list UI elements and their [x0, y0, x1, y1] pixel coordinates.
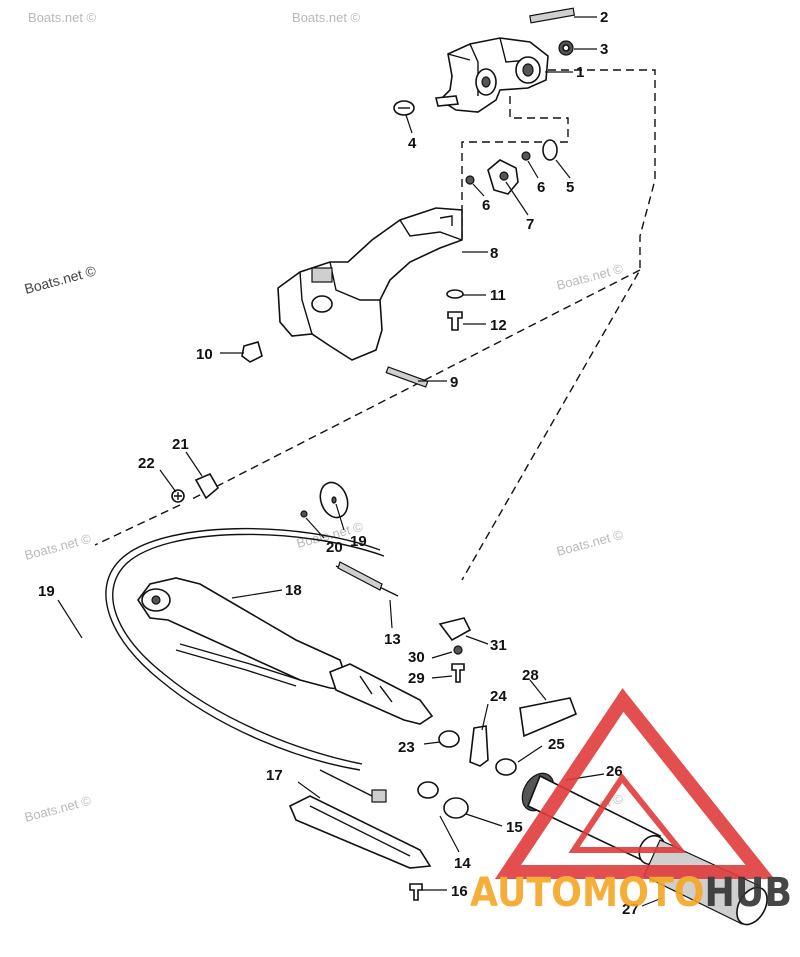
- callout-1: 1: [576, 64, 584, 81]
- watermark-top-left: Boats.net ©: [28, 10, 97, 25]
- watermark-lower-right: Boats.net ©: [555, 527, 625, 559]
- callout-15: 15: [506, 819, 523, 836]
- callout-4: 4: [408, 135, 417, 152]
- callout-7: 7: [526, 216, 534, 233]
- callout-16: 16: [451, 883, 468, 900]
- callout-3: 3: [600, 41, 608, 58]
- callout-17: 17: [266, 767, 283, 784]
- assembly-guide-lines: [94, 69, 656, 581]
- callout-12: 12: [490, 317, 507, 334]
- callout-29: 29: [408, 670, 425, 687]
- upper-bracket-assembly: [393, 7, 576, 116]
- logo-triangle-icon: [494, 688, 775, 879]
- main-bracket: [277, 207, 463, 361]
- watermark-mid-right: Boats.net ©: [555, 261, 625, 293]
- callout-26: 26: [606, 763, 623, 780]
- callout-14: 14: [454, 855, 471, 872]
- callout-2: 2: [600, 9, 608, 26]
- callout-11: 11: [490, 287, 506, 304]
- watermark-top: Boats.net ©: [292, 10, 361, 25]
- callout-28: 28: [522, 667, 539, 684]
- callouts: 2 3 1 4 5 6 6 7 8 9 10 11 12 13 14 15 16…: [38, 9, 639, 918]
- watermark-bottom-left: Boats.net ©: [23, 793, 93, 825]
- callout-19-upper: 19: [350, 533, 367, 550]
- logo-text: AUTOMOTOHUB: [470, 870, 792, 916]
- callout-20: 20: [326, 539, 343, 556]
- callout-18: 18: [285, 582, 302, 599]
- callout-6-right: 6: [537, 179, 545, 196]
- callout-30: 30: [408, 649, 425, 666]
- small-parts-bracket: [241, 289, 464, 388]
- callout-5: 5: [566, 179, 574, 196]
- callout-22: 22: [138, 455, 155, 472]
- watermark-lower-left: Boats.net ©: [23, 531, 93, 563]
- lower-cable-parts: [288, 769, 469, 901]
- callout-31: 31: [490, 637, 507, 654]
- callout-9: 9: [450, 374, 458, 391]
- callout-10: 10: [196, 346, 213, 363]
- latch-parts: [465, 139, 558, 195]
- callout-8: 8: [490, 245, 498, 262]
- automotohub-logo: AUTOMOTOHUB: [470, 688, 792, 916]
- callout-21: 21: [172, 436, 189, 453]
- callout-13: 13: [384, 631, 401, 648]
- throttle-parts: [438, 617, 578, 776]
- plug-and-washer-parts: [171, 472, 349, 519]
- callout-27: 27: [622, 901, 639, 918]
- callout-6-left: 6: [482, 197, 490, 214]
- callout-19-left: 19: [38, 583, 55, 600]
- tiller-arm-assembly: [105, 527, 434, 771]
- callout-25: 25: [548, 736, 565, 753]
- callout-24: 24: [490, 688, 507, 705]
- leader-lines: [57, 16, 663, 907]
- logo-inner-triangle-icon: [568, 772, 687, 853]
- watermark-left: Boats.net ©: [23, 262, 99, 297]
- callout-23: 23: [398, 739, 415, 756]
